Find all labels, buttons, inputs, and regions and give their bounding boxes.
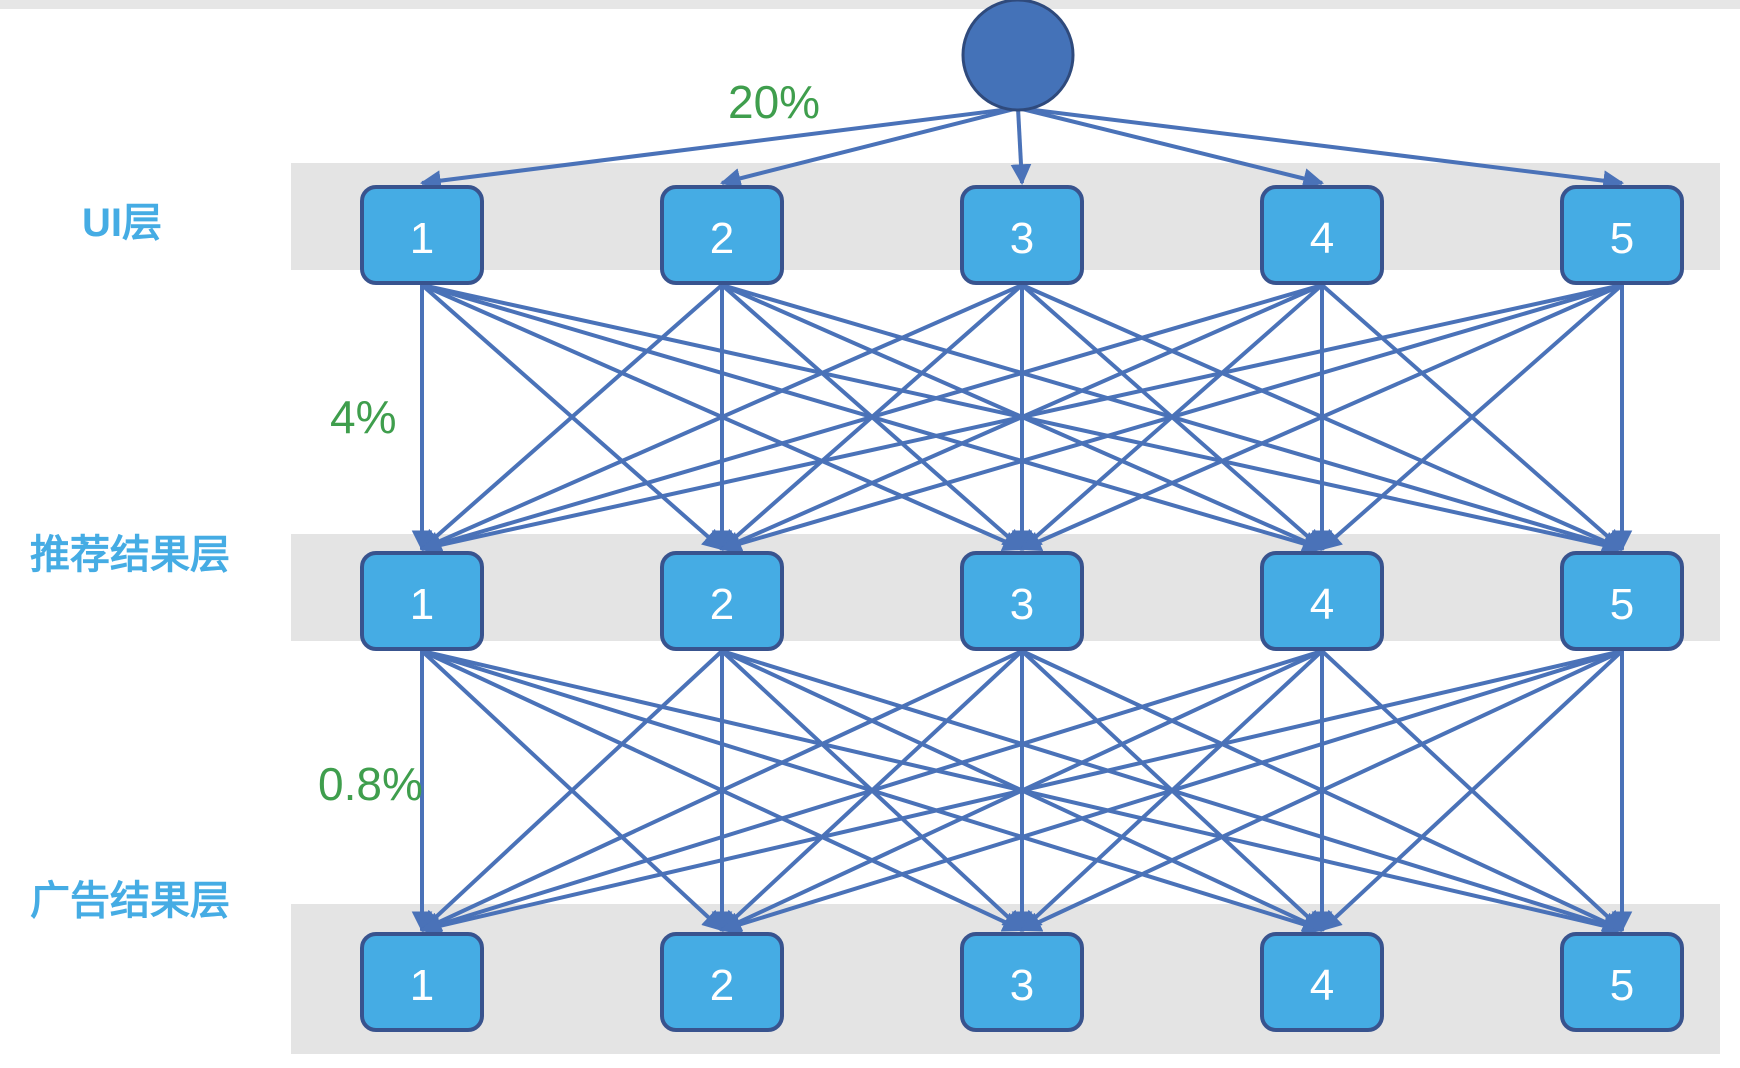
- edge-rec4-to-ad1: [420, 649, 1323, 935]
- root-to-ui-rate-label: 20%: [728, 76, 821, 128]
- layer-label-ad: 广告结果层: [30, 879, 230, 923]
- edge-root-to-ui-4: [1017, 106, 1325, 189]
- node-recommend-2[interactable]: 2: [660, 551, 784, 651]
- node-ui-2[interactable]: 2: [660, 185, 784, 285]
- node-ui-5[interactable]: 5: [1560, 185, 1684, 285]
- edge-rec2-to-ad1: [420, 649, 724, 932]
- node-ad-3[interactable]: 3: [960, 932, 1084, 1032]
- edge-ui5-to-rec3: [1020, 283, 1623, 551]
- node-ad-4[interactable]: 4: [1260, 932, 1384, 1032]
- edge-ui2-to-rec1: [420, 283, 724, 551]
- edge-ui5-to-rec4: [1320, 283, 1624, 551]
- recommend-to-ad-rate-label: 0.8%: [318, 758, 423, 810]
- layer-label-recommend: 推荐结果层: [30, 533, 230, 577]
- node-ad-2[interactable]: 2: [660, 932, 784, 1032]
- edge-rec5-to-ad2: [720, 649, 1623, 935]
- node-recommend-5[interactable]: 5: [1560, 551, 1684, 651]
- node-recommend-1[interactable]: 1: [360, 551, 484, 651]
- edge-root-to-ui-1: [419, 106, 1019, 191]
- node-recommend-4[interactable]: 4: [1260, 551, 1384, 651]
- edge-root-to-ui-2: [719, 106, 1019, 189]
- layer-label-ui: UI层: [82, 201, 162, 245]
- edge-ui5-to-rec2: [720, 283, 1623, 554]
- edge-rec5-to-ad4: [1320, 649, 1624, 932]
- ui-to-recommend-rate-label: 4%: [330, 391, 397, 443]
- node-ui-4[interactable]: 4: [1260, 185, 1384, 285]
- edge-ui3-to-rec1: [420, 283, 1023, 551]
- node-ui-1[interactable]: 1: [360, 185, 484, 285]
- edge-layer: [411, 106, 1633, 936]
- edge-rec5-to-ad1: [419, 649, 1623, 936]
- root-node[interactable]: [961, 0, 1075, 112]
- node-ui-3[interactable]: 3: [960, 185, 1084, 285]
- node-ad-1[interactable]: 1: [360, 932, 484, 1032]
- edge-rec5-to-ad3: [1020, 649, 1623, 932]
- edge-root-to-ui-5: [1017, 106, 1625, 192]
- node-recommend-3[interactable]: 3: [960, 551, 1084, 651]
- edge-ui5-to-rec1: [419, 283, 1623, 556]
- top-strip: [0, 0, 1740, 9]
- edge-rec3-to-ad1: [420, 649, 1023, 932]
- node-ad-5[interactable]: 5: [1560, 932, 1684, 1032]
- edge-root-to-ui-3: [1010, 107, 1032, 186]
- edge-ui4-to-rec1: [420, 283, 1323, 554]
